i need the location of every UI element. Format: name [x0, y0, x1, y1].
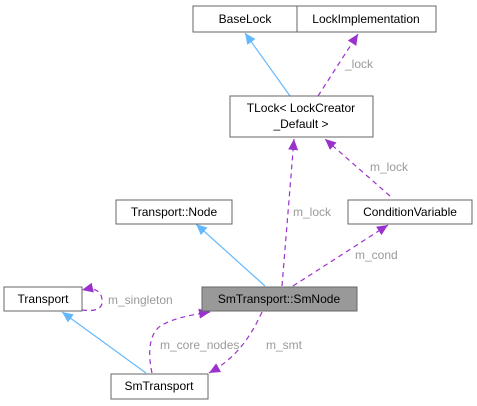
edge-smnode-smtransport	[208, 311, 263, 374]
node-smnode-label: SmTransport::SmNode	[218, 292, 341, 306]
edge-label-smt: m_smt	[266, 338, 303, 352]
edge-label-cond-lock: m_lock	[370, 160, 409, 174]
edge-smnode-condvar	[292, 224, 389, 287]
node-tlock-label-line2: _Default >	[272, 117, 328, 131]
edge-smnode-transport-node	[195, 223, 266, 287]
edge-condvar-tlock	[324, 138, 391, 197]
edge-label-node-lock: m_lock	[293, 205, 332, 219]
node-transport-node[interactable]: Transport::Node	[115, 199, 233, 225]
node-smnode[interactable]: SmTransport::SmNode	[201, 286, 358, 312]
edge-label-lock-impl: _lock	[344, 57, 374, 71]
edge-smnode-tlock	[281, 138, 299, 287]
edge-transport-singleton	[81, 282, 103, 312]
node-tlock-label-line1: TLock< LockCreator	[247, 101, 355, 115]
edge-smtransport-transport	[61, 311, 147, 374]
node-transport[interactable]: Transport	[3, 286, 83, 312]
edge-label-singleton: m_singleton	[108, 293, 173, 307]
edge-label-cond: m_cond	[355, 248, 398, 262]
node-tlock[interactable]: TLock< LockCreator _Default >	[229, 95, 374, 138]
edge-label-core-nodes: m_core_nodes	[160, 338, 239, 352]
node-lockimplementation[interactable]: LockImplementation	[296, 5, 437, 33]
edge-tlock-lockimpl	[317, 33, 359, 97]
node-transport-label: Transport	[18, 292, 70, 306]
node-smtransport-label: SmTransport	[125, 379, 195, 393]
node-conditionvariable-label: ConditionVariable	[363, 205, 457, 219]
node-conditionvariable[interactable]: ConditionVariable	[347, 199, 473, 225]
node-smtransport[interactable]: SmTransport	[110, 373, 209, 400]
node-baselock[interactable]: BaseLock	[192, 5, 298, 33]
edge-smtransport-smnode	[149, 308, 211, 374]
node-transport-node-label: Transport::Node	[131, 205, 218, 219]
node-lockimplementation-label: LockImplementation	[312, 12, 419, 26]
node-baselock-label: BaseLock	[219, 12, 273, 26]
edge-tlock-baselock	[244, 32, 291, 97]
